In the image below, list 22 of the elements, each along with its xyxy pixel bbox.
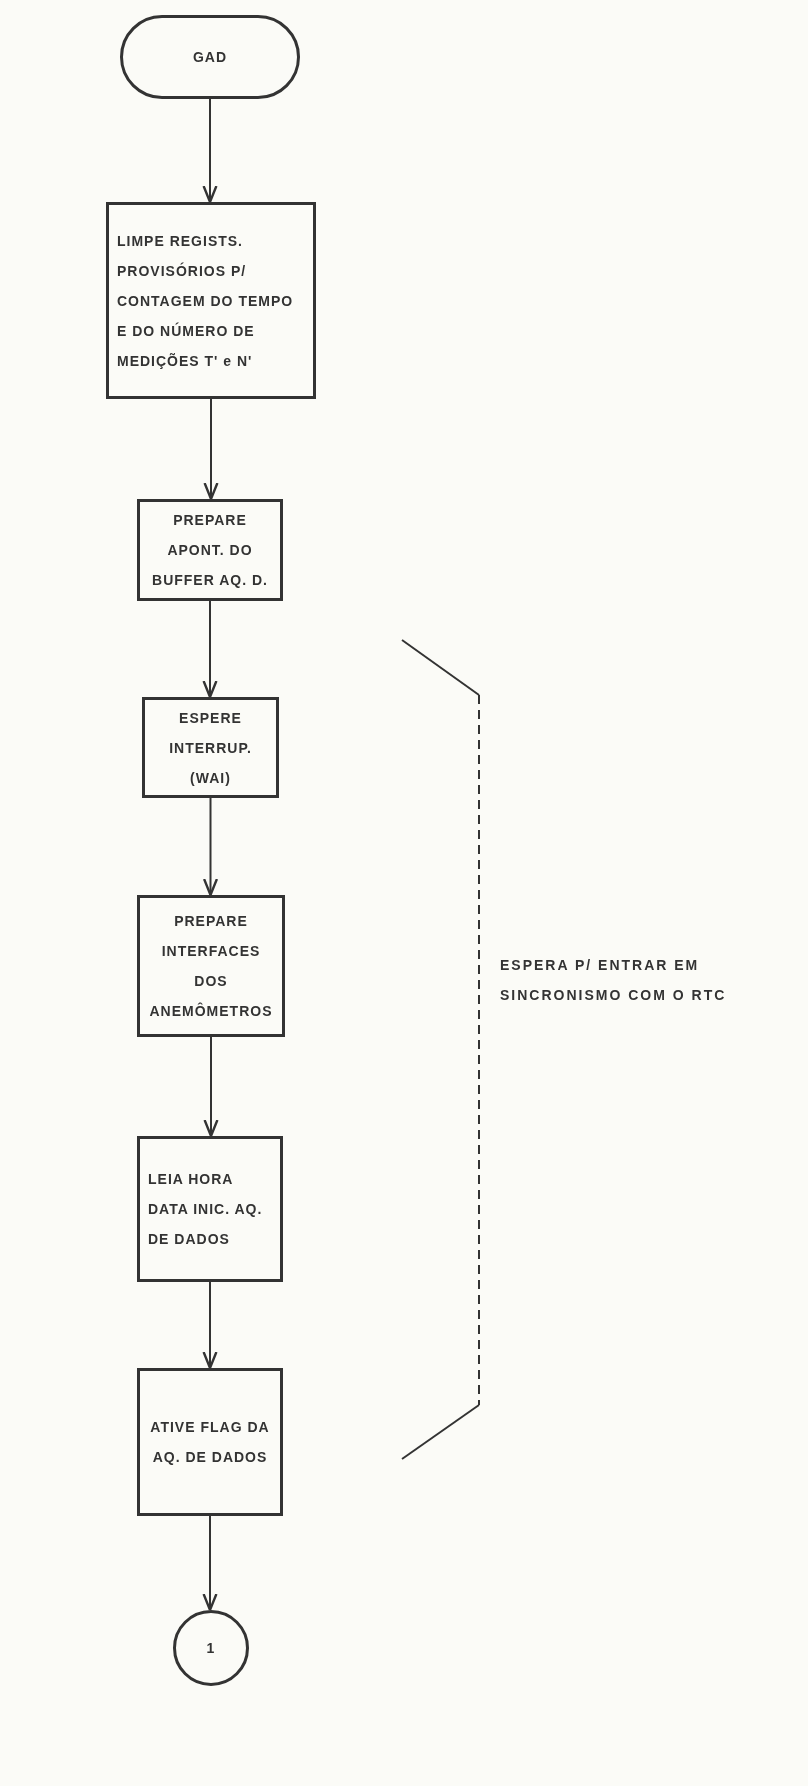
process-box [137, 1368, 283, 1516]
arrow [202, 797, 219, 897]
node-text: ESPERE INTERRUP. (WAI) [168, 708, 253, 788]
arrow [203, 1036, 219, 1138]
process-box [137, 895, 285, 1037]
node-text: ATIVE FLAG DA AQ. DE DADOS [149, 1418, 271, 1467]
process-box [142, 697, 279, 798]
node-text: GAD [192, 48, 228, 67]
process-box [106, 202, 316, 399]
node-text: LIMPE REGISTS. PROVISÓRIOS P/ CONTAGEM DO TEMPO E DO NÚMERO DE MEDIÇÕES T' e N' [117, 231, 295, 371]
node-text: 1 [206, 1639, 216, 1658]
arrow [203, 398, 219, 501]
arrow [202, 1281, 218, 1370]
process-box [137, 1136, 283, 1282]
annotation-text: ESPERA P/ ENTRAR EM SINCRONISMO COM O RTC [500, 956, 728, 1005]
node-text: PREPARE APONT. DO BUFFER AQ. D. [151, 511, 269, 590]
process-box [137, 499, 283, 601]
arrow [202, 1515, 218, 1612]
arrow [202, 98, 218, 204]
node-text: PREPARE INTERFACES DOS ANEMÔMETROS [148, 912, 274, 1021]
arrow [202, 600, 218, 699]
node-text: LEIA HORA DATA INIC. AQ. DE DADOS [148, 1170, 264, 1249]
